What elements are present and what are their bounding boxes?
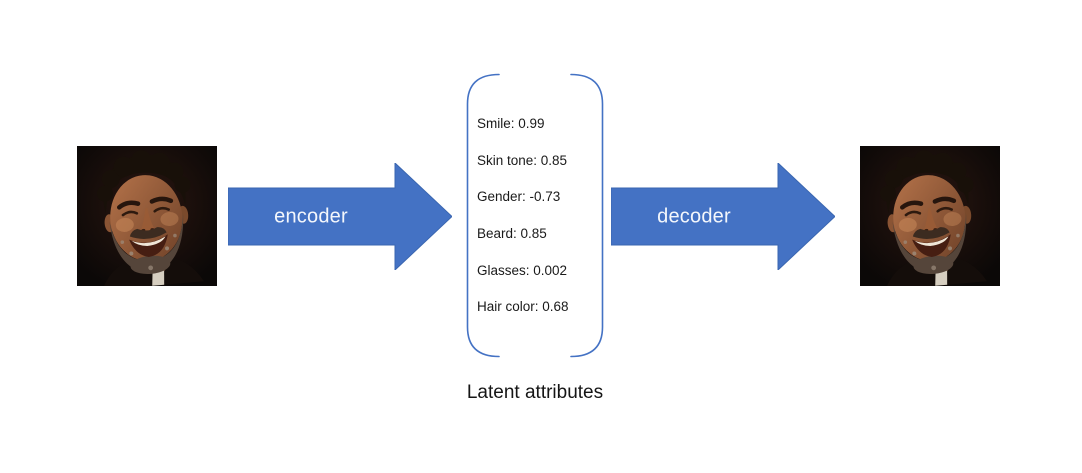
encoder-arrow: encoder [228,163,452,270]
latent-attribute-skin-tone: Skin tone: 0.85 [477,152,568,168]
input-face-image [77,146,217,286]
latent-attribute-glasses: Glasses: 0.002 [477,262,568,278]
latent-attributes-box [466,73,604,358]
latent-attribute-hair-color: Hair color: 0.68 [477,299,569,315]
latent-attributes-caption: Latent attributes [466,382,604,403]
latent-attribute-beard: Beard: 0.85 [477,225,547,241]
encoder-arrow-shape [228,163,452,270]
latent-attribute-smile: Smile: 0.99 [477,115,545,131]
decoder-arrow: decoder [611,163,835,270]
double-bracket-shape [466,73,604,358]
output-face-image [860,146,1000,286]
decoder-arrow-shape [611,163,835,270]
latent-attribute-list: Smile: 0.99 Skin tone: 0.85 Gender: -0.7… [477,105,597,325]
latent-attribute-gender: Gender: -0.73 [477,189,561,205]
encoder-label: encoder [274,205,348,227]
decoder-label: decoder [657,205,731,227]
